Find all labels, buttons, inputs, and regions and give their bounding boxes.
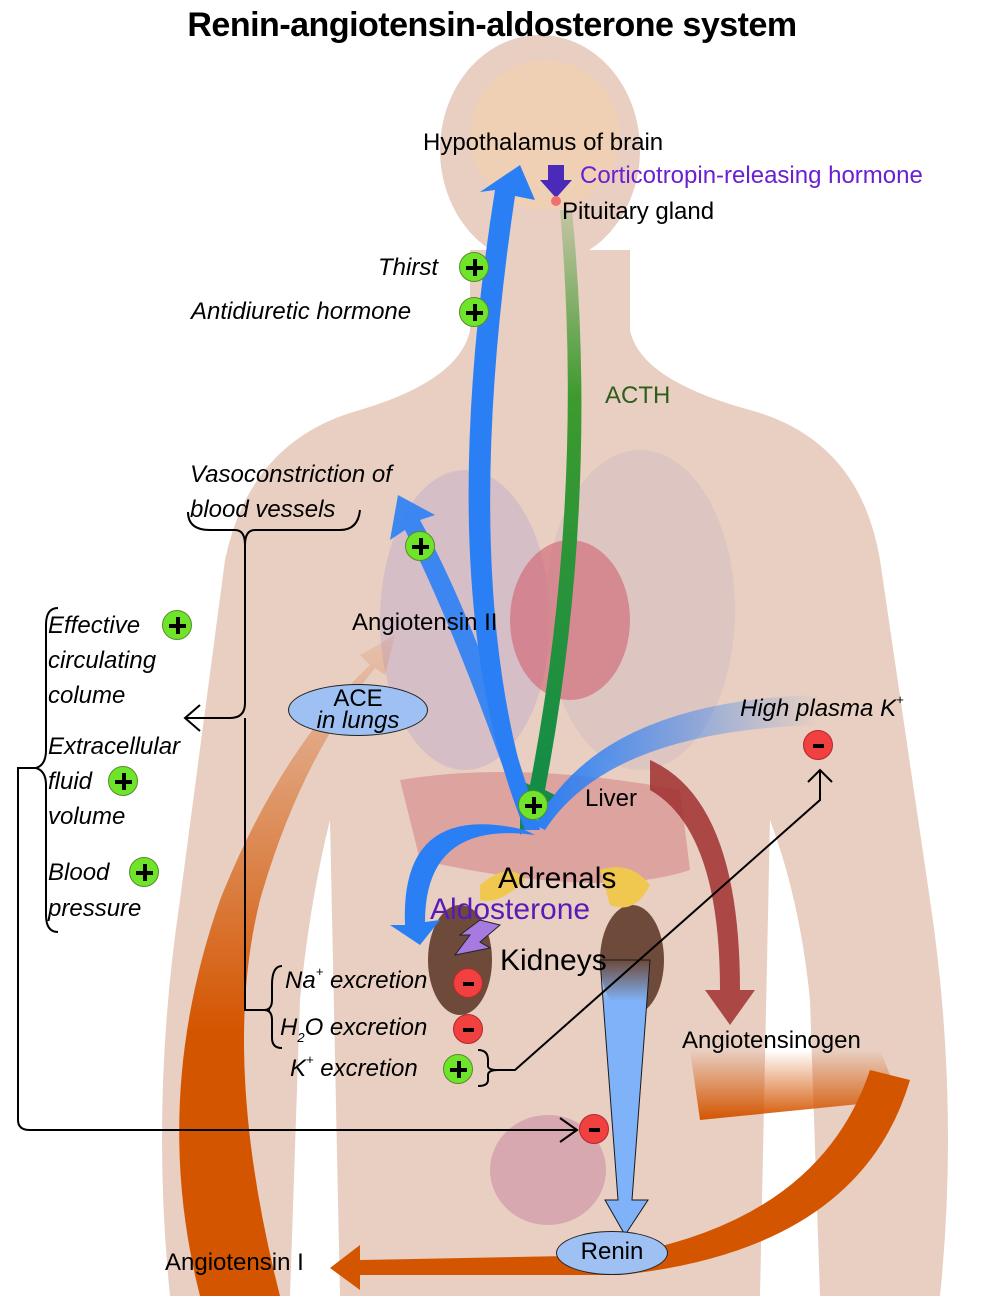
brain-icon [470,60,620,210]
ace-in-lungs-label: in lungs [316,707,400,734]
feedback-arrow-to-effects [183,545,246,732]
acth-arrow [520,210,582,835]
adh-label: Antidiuretic hormone [191,298,412,325]
kidneys-label: Kidneys [500,944,607,977]
effective-label-1: Effective [48,612,141,639]
h2o-excretion-minus-icon [453,1014,483,1044]
angiotensin-ii-label: Angiotensin II [352,609,498,636]
pituitary-label: Pituitary gland [562,198,715,225]
bp-label-1: Blood [48,859,110,886]
k-excretion-plus-icon [443,1054,473,1084]
thirst-plus-icon [459,252,489,282]
effective-label-2: circulating [48,647,157,674]
left-adrenal-icon [480,871,525,901]
h2o-excretion-text: O excretion [304,1014,428,1041]
thirst-label: Thirst [378,254,438,281]
angiotensinogen-fade [690,1050,900,1120]
excretion-brace-connector [244,718,270,1011]
k-superscript: + [896,692,904,707]
k-excretion-to-high-k-line [498,768,833,1071]
effective-plus-icon [162,610,192,640]
ecf-label-1: Extracellular [48,733,181,760]
vasoconstriction-label-2: blood vessels [190,496,336,523]
renin-oval: Renin [556,1231,668,1275]
angiotensin-i-label: Angiotensin I [165,1249,304,1276]
k-excretion-superscript: + [306,1052,314,1067]
crh-arrow [540,165,572,198]
kidney-to-renin-arrow [599,959,651,1236]
angiotensin-ii-to-brain-arrow [468,165,540,830]
pituitary-dot [551,196,561,206]
angiotensinogen-label: Angiotensinogen [682,1027,861,1054]
torso-shape [162,250,948,1296]
ecf-plus-icon [108,766,138,796]
excretion-brace [263,965,283,1049]
h2o-excretion-label: H2O excretion [280,1014,428,1045]
ace-in-lungs-oval: ACE in lungs [288,684,428,736]
adh-plus-icon [459,297,489,327]
hypothalamus-label: Hypothalamus of brain [423,129,664,156]
ecf-label-3: volume [48,803,126,830]
ecf-label-2: fluid [48,768,93,795]
na-text: Na [285,967,316,994]
liver-to-angiotensinogen-arrow [650,760,755,1025]
high-k-arrow [535,695,820,830]
diagram-title: Renin-angiotensin-aldosterone system [187,6,797,44]
bladder-icon [490,1115,606,1225]
effects-to-renin-inhibit-line [17,767,579,1143]
k-excretion-text: excretion [313,1055,418,1082]
na-superscript: + [315,964,324,979]
na-excretion-text: excretion [323,967,428,994]
k-text: K [290,1055,307,1082]
k-excretion-label: K+ excretion [290,1053,418,1082]
aldosterone-arrow [453,919,502,956]
ace-label: ACE [333,685,383,712]
angiotensin-ii-to-adrenals-arrow [390,824,535,945]
adrenals-label: Adrenals [498,862,617,895]
bp-label-2: pressure [48,895,142,922]
high-k-minus-icon [803,730,833,760]
high-plasma-k-label: High plasma K+ [740,693,904,722]
acth-label: ACTH [605,382,671,409]
liver-plus-icon [518,790,548,820]
feedback-lines [17,509,833,1143]
renin-label: Renin [580,1238,644,1265]
aldosterone-label: Aldosterone [430,893,591,926]
na-excretion-minus-icon [453,968,483,998]
effective-label-3: colume [48,682,126,709]
high-plasma-k-text: High plasma K [740,695,897,722]
vasoconstriction-plus-icon [405,531,435,561]
na-excretion-label: Na+ excretion [285,965,428,994]
liver-label: Liver [585,785,638,812]
angiotensin-i-arrow [330,1070,910,1290]
right-adrenal-icon [600,867,650,908]
renin-inhibit-minus-icon [579,1114,609,1144]
vasoconstriction-label: Vasoconstriction of [190,461,392,488]
bp-plus-icon [129,857,159,887]
angiotensin-ii-to-vessels-arrow [390,495,540,830]
crh-label: Corticotropin-releasing hormone [580,162,923,189]
h-text: H [280,1014,298,1041]
h2o-subscript: 2 [297,1030,305,1045]
